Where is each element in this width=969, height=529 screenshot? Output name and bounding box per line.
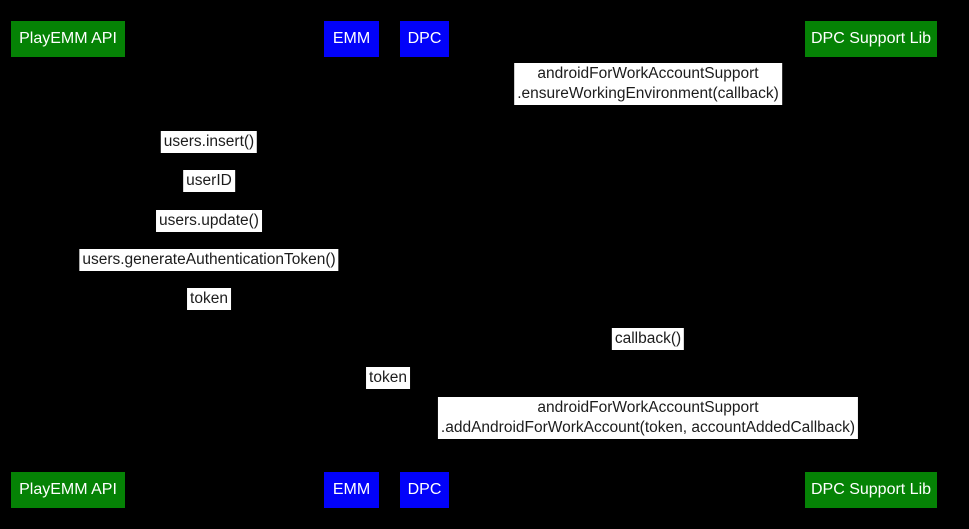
message-label-users-update: users.update() [156,210,262,232]
actor-dpc-top: DPC [400,21,449,57]
message-label-user-id: userID [183,170,235,192]
message-label-users-insert: users.insert() [160,131,258,153]
message-label-token-to-emm: token [187,288,231,310]
message-line: .ensureWorkingEnvironment(callback) [517,85,779,102]
actor-dpc-support-lib-bottom: DPC Support Lib [805,472,937,508]
message-line: users.generateAuthenticationToken() [82,251,336,268]
message-line: userID [186,172,232,189]
message-line: .addAndroidForWorkAccount(token, account… [440,419,856,436]
message-line: token [190,290,228,307]
message-label-users-generate-auth-token: users.generateAuthenticationToken() [79,249,339,271]
message-line: users.insert() [163,133,255,150]
actor-dpc-support-lib-top: DPC Support Lib [805,21,937,57]
message-label-token-to-dpc: token [366,367,410,389]
message-line: token [369,369,407,386]
message-line: callback() [614,330,682,347]
message-line: users.update() [159,212,259,229]
message-line: androidForWorkAccountSupport [537,399,759,416]
actor-emm-top: EMM [324,21,379,57]
actor-playemm-api-bottom: PlayEMM API [11,472,125,508]
message-label-ensure-working-environment: androidForWorkAccountSupport .ensureWorki… [514,63,782,105]
actor-playemm-api-top: PlayEMM API [11,21,125,57]
actor-dpc-bottom: DPC [400,472,449,508]
message-line: androidForWorkAccountSupport [537,65,759,82]
actor-emm-bottom: EMM [324,472,379,508]
message-label-add-android-for-work-account: androidForWorkAccountSupport .addAndroidF… [437,397,859,439]
message-label-callback: callback() [611,328,685,350]
